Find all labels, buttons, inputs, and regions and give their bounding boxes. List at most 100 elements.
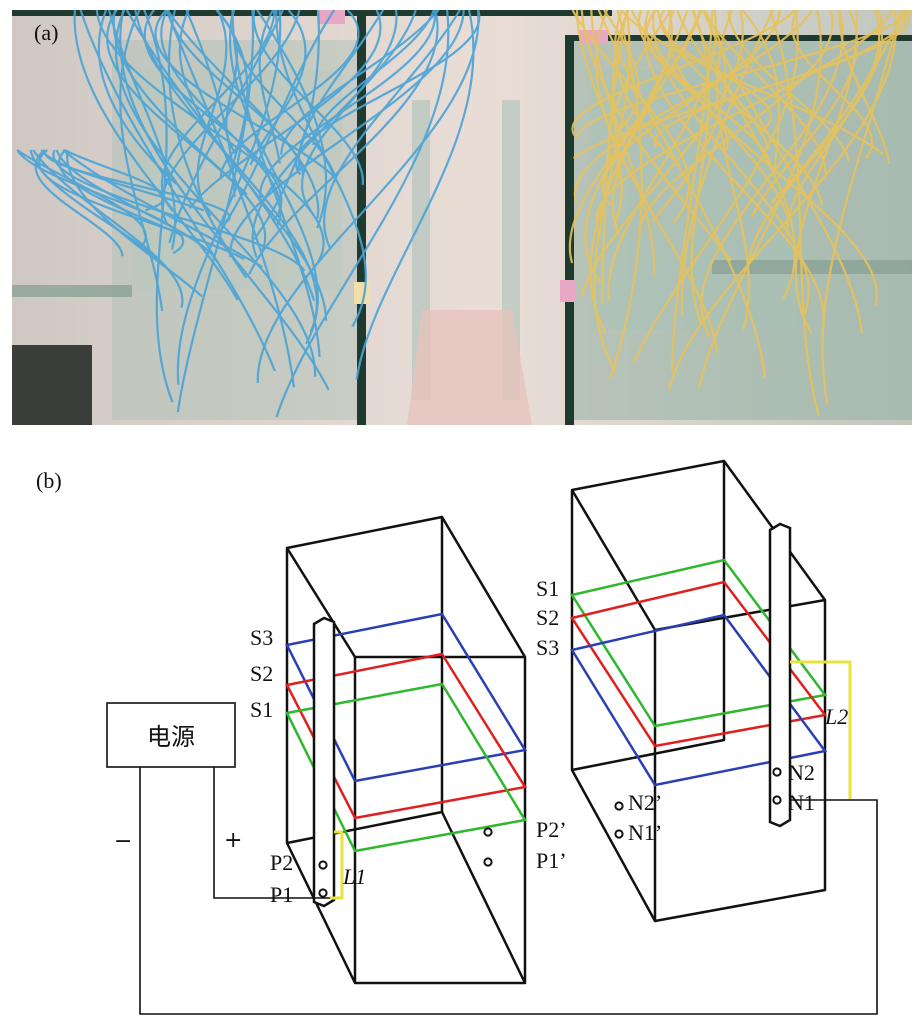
- yellow-wire: [654, 10, 911, 148]
- right-label-s1: S1: [536, 576, 559, 601]
- clip-top-left: [317, 10, 345, 24]
- yellow-wire: [601, 10, 628, 304]
- label-n1-prime: N1’: [628, 820, 662, 845]
- left-label-s3: S3: [250, 625, 273, 650]
- power-supply-box: [106, 702, 236, 768]
- yellow-wire: [607, 10, 673, 165]
- point-p1-prime: [483, 857, 493, 867]
- blue-wire: [16, 149, 147, 249]
- point-p2-prime: [483, 827, 493, 837]
- yellow-wire: [643, 10, 825, 335]
- right-label-s2: S2: [536, 605, 559, 630]
- power-supply-label: 电源: [147, 724, 195, 751]
- left-label-s2: S2: [250, 661, 273, 686]
- photo-label: (a): [34, 20, 58, 45]
- left-shelf: [12, 285, 132, 297]
- yellow-wire: [791, 10, 874, 160]
- diagram-panel: (b) 电源 − + S3 S2 S1 P2 P1 P2’ P1’ L1: [36, 459, 878, 1015]
- yellow-wire: [573, 10, 814, 203]
- yellow-wire: [670, 10, 714, 372]
- blue-wire: [275, 10, 450, 418]
- yellow-wire: [697, 10, 823, 389]
- blue-wire: [73, 10, 239, 301]
- yellow-wire: [637, 10, 834, 233]
- blue-wire: [253, 10, 320, 241]
- label-p2: P2: [270, 850, 293, 875]
- circuit-wire-positive: [213, 767, 330, 899]
- frame-bar-left: [357, 10, 366, 425]
- yellow-wire: [595, 10, 719, 354]
- blue-wire: [165, 10, 295, 388]
- yellow-wire: [607, 10, 718, 301]
- blue-wire: [63, 149, 165, 212]
- yellow-wire: [667, 10, 878, 306]
- blue-wire: [229, 10, 465, 258]
- yellow-wire: [595, 10, 894, 235]
- blue-wire: [258, 10, 281, 164]
- left-box: [285, 515, 527, 985]
- blue-wire: [115, 10, 317, 377]
- blue-wire: [217, 10, 336, 235]
- left-box-front-edges: [285, 516, 527, 985]
- yellow-wire: [633, 10, 799, 364]
- blue-wire: [29, 149, 162, 263]
- yellow-wire: [601, 10, 781, 206]
- clip-middle-right: [560, 280, 576, 302]
- frame-bar-right: [565, 35, 574, 425]
- dark-block: [12, 345, 92, 425]
- photo-panel: (a): [12, 10, 912, 425]
- yellow-wire: [741, 10, 780, 174]
- blue-wire: [312, 10, 435, 146]
- blue-wire: [259, 10, 436, 199]
- label-p2-prime: P2’: [536, 817, 567, 842]
- blue-wire: [154, 10, 338, 180]
- yellow-wire-bundle: [568, 10, 912, 416]
- blue-wire: [256, 10, 480, 384]
- blue-wire: [134, 10, 318, 333]
- blue-wire: [323, 10, 461, 250]
- label-l1: L1: [342, 864, 366, 889]
- yellow-wire: [575, 10, 623, 227]
- label-p1: P1: [270, 882, 293, 907]
- blue-wire: [256, 10, 328, 229]
- blue-wire: [280, 10, 440, 155]
- point-n2: [772, 767, 782, 777]
- yellow-wire: [690, 10, 710, 325]
- yellow-wire: [716, 10, 751, 330]
- blue-wire: [106, 10, 267, 251]
- blue-wire: [215, 10, 249, 177]
- left-probe-plate: [312, 616, 336, 908]
- right-box: [570, 459, 827, 923]
- blue-wire: [355, 10, 475, 380]
- yellow-wire: [575, 10, 912, 138]
- blue-wire: [119, 10, 164, 312]
- blue-wire: [112, 10, 248, 196]
- yellow-wire: [593, 10, 631, 372]
- yellow-wire: [769, 10, 820, 416]
- label-n1: N1: [788, 790, 815, 815]
- circuit-wire-negative: [139, 767, 878, 1015]
- right-yellow-wire-l2: [790, 660, 852, 800]
- central-pink-wedge: [407, 310, 532, 425]
- right-section-s2: [569, 580, 828, 748]
- yellow-wire: [746, 10, 884, 283]
- yellow-wire: [727, 10, 851, 162]
- yellow-wire: [602, 10, 640, 135]
- point-n1: [772, 795, 782, 805]
- blue-wire: [301, 10, 398, 211]
- blue-wire: [32, 149, 184, 309]
- right-section-s1: [569, 558, 828, 728]
- right-label-s3: S3: [536, 635, 559, 660]
- right-probe-plate: [768, 522, 792, 828]
- right-section-s3: [570, 613, 828, 787]
- point-n2-prime: [614, 801, 624, 811]
- left-label-s1: S1: [250, 697, 273, 722]
- label-l2: L2: [824, 704, 848, 729]
- blue-wire: [176, 10, 282, 386]
- yellow-wire: [611, 10, 702, 237]
- blue-wire: [161, 10, 276, 212]
- point-p1: [318, 888, 328, 898]
- blue-wire: [62, 149, 263, 268]
- frame-bar-top: [12, 10, 612, 16]
- yellow-wire: [821, 10, 902, 405]
